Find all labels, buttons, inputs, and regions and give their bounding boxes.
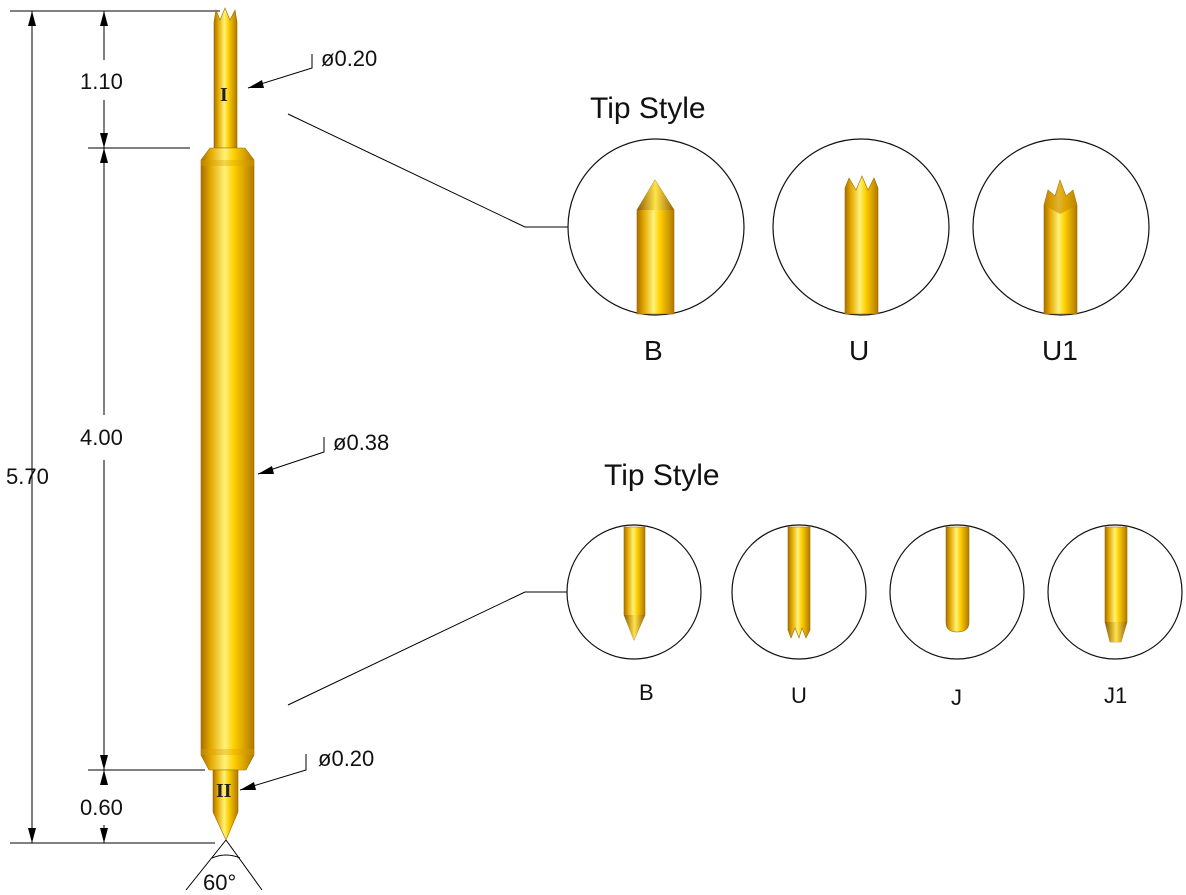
top-tip-style-title: Tip Style	[590, 92, 706, 125]
bottom-tip-b-label: B	[639, 680, 654, 705]
bottom-tip-u-detail	[731, 524, 867, 660]
barrel-length-label: 4.00	[80, 425, 123, 450]
barrel	[200, 147, 255, 771]
leader-line-bottom	[287, 591, 568, 706]
tip-angle-label: 60°	[203, 870, 236, 895]
bottom-tip-j-label: J	[951, 685, 962, 710]
barrel-diameter-label: ø0.38	[333, 430, 389, 455]
diameter-callout-barrel	[257, 437, 325, 475]
bottom-length-label: 0.60	[80, 795, 123, 820]
top-tip-u-label: U	[849, 335, 869, 366]
leader-line-top	[287, 113, 568, 228]
top-tip-u1-label: U1	[1042, 335, 1078, 366]
top-diameter-label: ø0.20	[321, 46, 377, 71]
bottom-plunger-mark: II	[216, 780, 232, 802]
top-tip-b-label: B	[644, 335, 663, 366]
bottom-tip-j1-detail	[1047, 524, 1183, 660]
bottom-tip-u-label: U	[791, 683, 807, 708]
diameter-callout-bottom	[239, 754, 307, 791]
bottom-tip-j-detail	[889, 524, 1025, 660]
dimension-lines	[10, 10, 220, 844]
bottom-plunger	[212, 769, 239, 841]
top-tip-u1-detail	[972, 138, 1150, 316]
top-tip-u-detail	[772, 138, 950, 316]
diameter-callout-top	[247, 54, 313, 89]
bottom-tip-j1-label: J1	[1104, 683, 1127, 708]
total-length-label: 5.70	[6, 464, 49, 489]
bottom-diameter-label: ø0.20	[318, 746, 374, 771]
top-length-label: 1.10	[80, 69, 123, 94]
bottom-tip-b-detail	[566, 524, 702, 660]
top-plunger-mark: I	[220, 84, 228, 106]
tip-angle-indicator	[185, 839, 263, 891]
top-plunger	[213, 7, 238, 149]
bottom-tip-style-title: Tip Style	[604, 459, 720, 492]
top-tip-b-detail	[567, 138, 745, 316]
probe-pin	[200, 7, 255, 841]
